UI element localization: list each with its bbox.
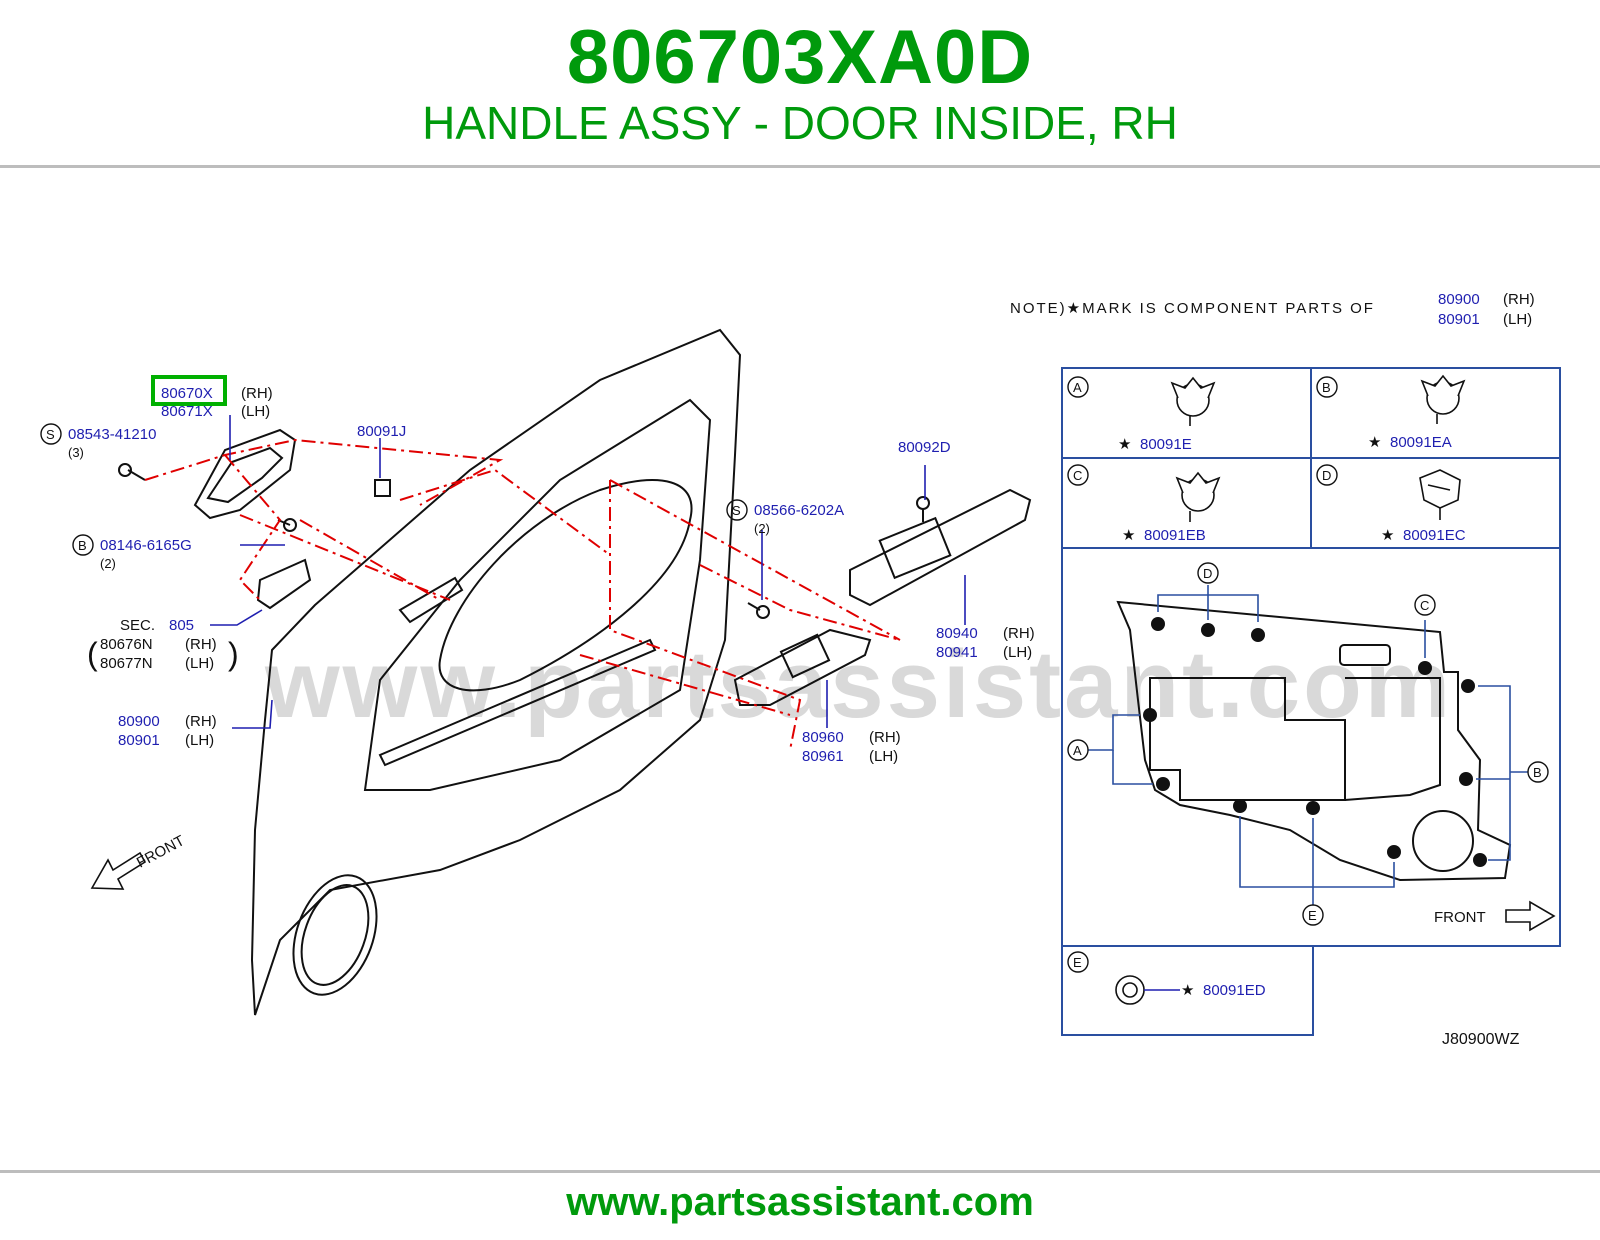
- note-part-80901[interactable]: 80901: [1438, 311, 1480, 328]
- label-80091j[interactable]: 80091J: [357, 423, 406, 440]
- box-part-80091ec[interactable]: 80091EC: [1403, 527, 1466, 544]
- assembly-leaders: [144, 438, 901, 751]
- label-80960-rh: (RH): [869, 729, 901, 746]
- label-80901-lh: (LH): [185, 732, 214, 749]
- label-lh: (LH): [241, 403, 270, 420]
- s-marker: [40, 423, 62, 445]
- label-80676n: 80676N: [100, 636, 153, 653]
- label-08543-41210[interactable]: 08543-41210: [68, 426, 156, 443]
- s-marker-letter: S: [46, 427, 55, 442]
- label-80671x[interactable]: 80671X: [161, 403, 213, 420]
- label-80960[interactable]: 80960: [802, 729, 844, 746]
- note-side-lh: (LH): [1503, 311, 1532, 328]
- label-80676n-rh: (RH): [185, 636, 217, 653]
- box-part-80091ed[interactable]: 80091ED: [1203, 982, 1266, 999]
- panel-callout-b: B: [1533, 765, 1542, 780]
- star-c: ★: [1122, 527, 1135, 544]
- star-d: ★: [1381, 527, 1394, 544]
- qty-b: (2): [100, 556, 116, 571]
- box-part-80091eb[interactable]: 80091EB: [1144, 527, 1206, 544]
- box-letter-b: B: [1322, 380, 1331, 395]
- label-80900[interactable]: 80900: [118, 713, 160, 730]
- label-80940[interactable]: 80940: [936, 625, 978, 642]
- clip-icon-c: [1175, 471, 1221, 522]
- panel-clip-layout: [1116, 600, 1512, 882]
- box-part-80091e[interactable]: 80091E: [1140, 436, 1192, 453]
- label-80900-rh: (RH): [185, 713, 217, 730]
- star-e: ★: [1181, 982, 1194, 999]
- detail-grid: [1061, 367, 1561, 1036]
- panel-callout-d: D: [1203, 566, 1212, 581]
- box-part-80091ea[interactable]: 80091EA: [1390, 434, 1452, 451]
- paren-close: ): [228, 636, 239, 672]
- header-divider: [0, 165, 1600, 168]
- b-marker-letter: B: [78, 538, 87, 553]
- label-80092d[interactable]: 80092D: [898, 439, 951, 456]
- note-part-80900[interactable]: 80900: [1438, 291, 1480, 308]
- star-b: ★: [1368, 434, 1381, 451]
- footer-divider: [0, 1170, 1600, 1173]
- label-80677n: 80677N: [100, 655, 153, 672]
- paren-open: (: [87, 636, 98, 672]
- label-80961-lh: (LH): [869, 748, 898, 765]
- qty-s2: (2): [754, 521, 770, 536]
- panel-callouts: D C A B E: [1067, 562, 1549, 926]
- panel-callout-c: C: [1420, 598, 1429, 613]
- clip-icon-b: [1420, 374, 1466, 424]
- label-rh: (RH): [241, 385, 273, 402]
- front-label-left: FRONT: [134, 832, 188, 871]
- s2-marker-letter: S: [732, 503, 741, 518]
- front-arrow-left: FRONT: [90, 832, 188, 890]
- label-80961[interactable]: 80961: [802, 748, 844, 765]
- label-80941[interactable]: 80941: [936, 644, 978, 661]
- highlight-box: [151, 375, 227, 406]
- box-letters: A B C D E: [1067, 376, 1338, 973]
- label-80941-lh: (LH): [1003, 644, 1032, 661]
- box-part-labels: ★ 80091E ★ 80091EA ★ 80091EB ★ 80091EC ★…: [1118, 434, 1466, 999]
- s2-marker: [726, 499, 748, 521]
- note-text: NOTE)★MARK IS COMPONENT PARTS OF: [1010, 300, 1375, 317]
- note-side-rh: (RH): [1503, 291, 1535, 308]
- star-a: ★: [1118, 436, 1131, 453]
- panel-callout-a: A: [1073, 743, 1082, 758]
- part-number-title: 806703XA0D: [566, 15, 1034, 100]
- clip-icon-a: [1170, 376, 1216, 426]
- qty-s1: (3): [68, 445, 84, 460]
- part-description: HANDLE ASSY - DOOR INSIDE, RH: [422, 97, 1178, 149]
- sec-label: SEC.: [120, 617, 155, 634]
- door-trim-panel: [250, 328, 742, 1016]
- window-switch-finishers: [733, 488, 1032, 706]
- label-80677n-lh: (LH): [185, 655, 214, 672]
- label-80940-rh: (RH): [1003, 625, 1035, 642]
- clip-dots: [1143, 617, 1487, 867]
- label-08146-6165g[interactable]: 08146-6165G: [100, 537, 192, 554]
- box-letter-a: A: [1073, 380, 1082, 395]
- label-80901[interactable]: 80901: [118, 732, 160, 749]
- box-letter-c: C: [1073, 468, 1082, 483]
- fasteners: [118, 463, 930, 619]
- clip-icon-d: [1419, 469, 1461, 520]
- label-sec-805[interactable]: 805: [169, 617, 194, 634]
- diagram-code: J80900WZ: [1442, 1031, 1520, 1048]
- clip-icon-e: [1115, 975, 1180, 1005]
- footer-url[interactable]: www.partsassistant.com: [566, 1180, 1034, 1224]
- front-arrow-right: [1505, 900, 1556, 932]
- b-marker: [72, 534, 94, 556]
- clip-icons: [1115, 374, 1466, 1005]
- label-80670x[interactable]: 80670X: [161, 385, 213, 402]
- panel-callout-leaders: [1088, 585, 1528, 905]
- box-letter-e: E: [1073, 955, 1082, 970]
- front-label-right: FRONT: [1434, 909, 1486, 926]
- box-letter-d: D: [1322, 468, 1331, 483]
- panel-callout-e: E: [1308, 908, 1317, 923]
- label-08566-6202a[interactable]: 08566-6202A: [754, 502, 844, 519]
- callout-leaders: [210, 415, 966, 729]
